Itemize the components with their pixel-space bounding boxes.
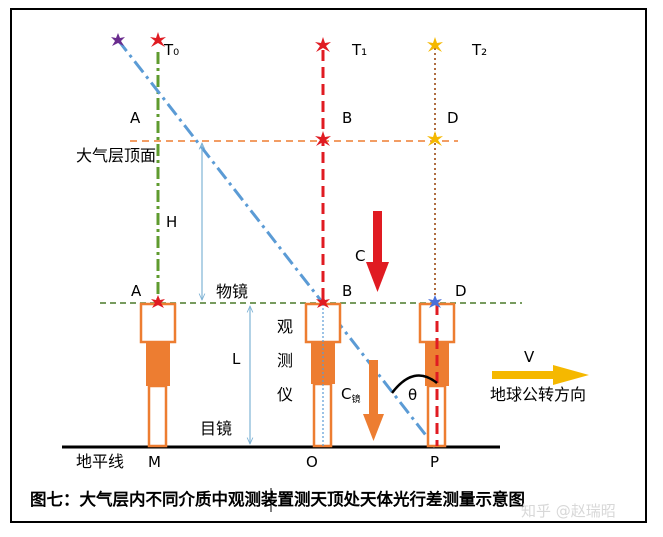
star-a-low-red-icon <box>151 295 165 308</box>
label-v: V <box>524 348 535 366</box>
telescope-o <box>304 302 342 448</box>
star-t1-red-icon <box>315 37 331 52</box>
label-a-low: A <box>131 282 142 300</box>
label-earth-orbit-direction: 地球公转方向 <box>490 385 586 404</box>
star-b-low-red-icon <box>316 295 330 308</box>
star-t0-purple-icon <box>111 33 125 46</box>
watermark: 知乎 @赵瑞昭 <box>521 502 616 520</box>
star-b-red-icon <box>315 131 331 146</box>
theta-arc <box>391 374 438 394</box>
label-l: L <box>232 350 241 368</box>
label-instrument-1: 观 <box>277 317 293 336</box>
oblique-light-path <box>116 39 437 448</box>
label-c-mirror: C镜 <box>341 385 361 405</box>
label-d-low: D <box>455 282 467 300</box>
telescope-m <box>139 302 177 448</box>
label-horizon: 地平线 <box>76 452 124 471</box>
telescope-p <box>418 302 456 448</box>
label-t0: T₀ <box>163 41 179 59</box>
label-atmosphere-top: 大气层顶面 <box>76 146 156 165</box>
label-t2: T₂ <box>471 41 487 59</box>
c-mirror-arrow <box>363 360 384 441</box>
label-t1: T₁ <box>351 41 367 59</box>
label-instrument-2: 测 <box>277 351 293 370</box>
label-eyepiece: 目镜 <box>200 419 232 438</box>
label-m: M <box>148 453 161 471</box>
label-h: H <box>166 213 177 231</box>
earth-velocity-arrow <box>492 365 589 385</box>
star-d-low-blue-icon <box>428 295 442 308</box>
label-d-top: D <box>447 109 459 127</box>
label-theta: θ <box>408 386 417 404</box>
label-instrument-3: 仪 <box>277 385 293 404</box>
label-p: P <box>430 453 439 471</box>
figure-caption: 图七：大气层内不同介质中观测装置测天顶处天体光行差测量示意图 <box>30 489 525 509</box>
c-velocity-arrow <box>366 211 389 292</box>
label-b-low: B <box>342 282 352 300</box>
label-o: O <box>306 453 318 471</box>
star-t2-yellow-icon <box>427 37 443 52</box>
label-a-top: A <box>130 109 141 127</box>
label-c: C <box>355 247 365 265</box>
star-d-yellow-icon <box>427 131 443 146</box>
star-t0-red-icon <box>150 32 166 47</box>
label-b-top: B <box>342 109 352 127</box>
label-objective: 物镜 <box>216 282 248 301</box>
